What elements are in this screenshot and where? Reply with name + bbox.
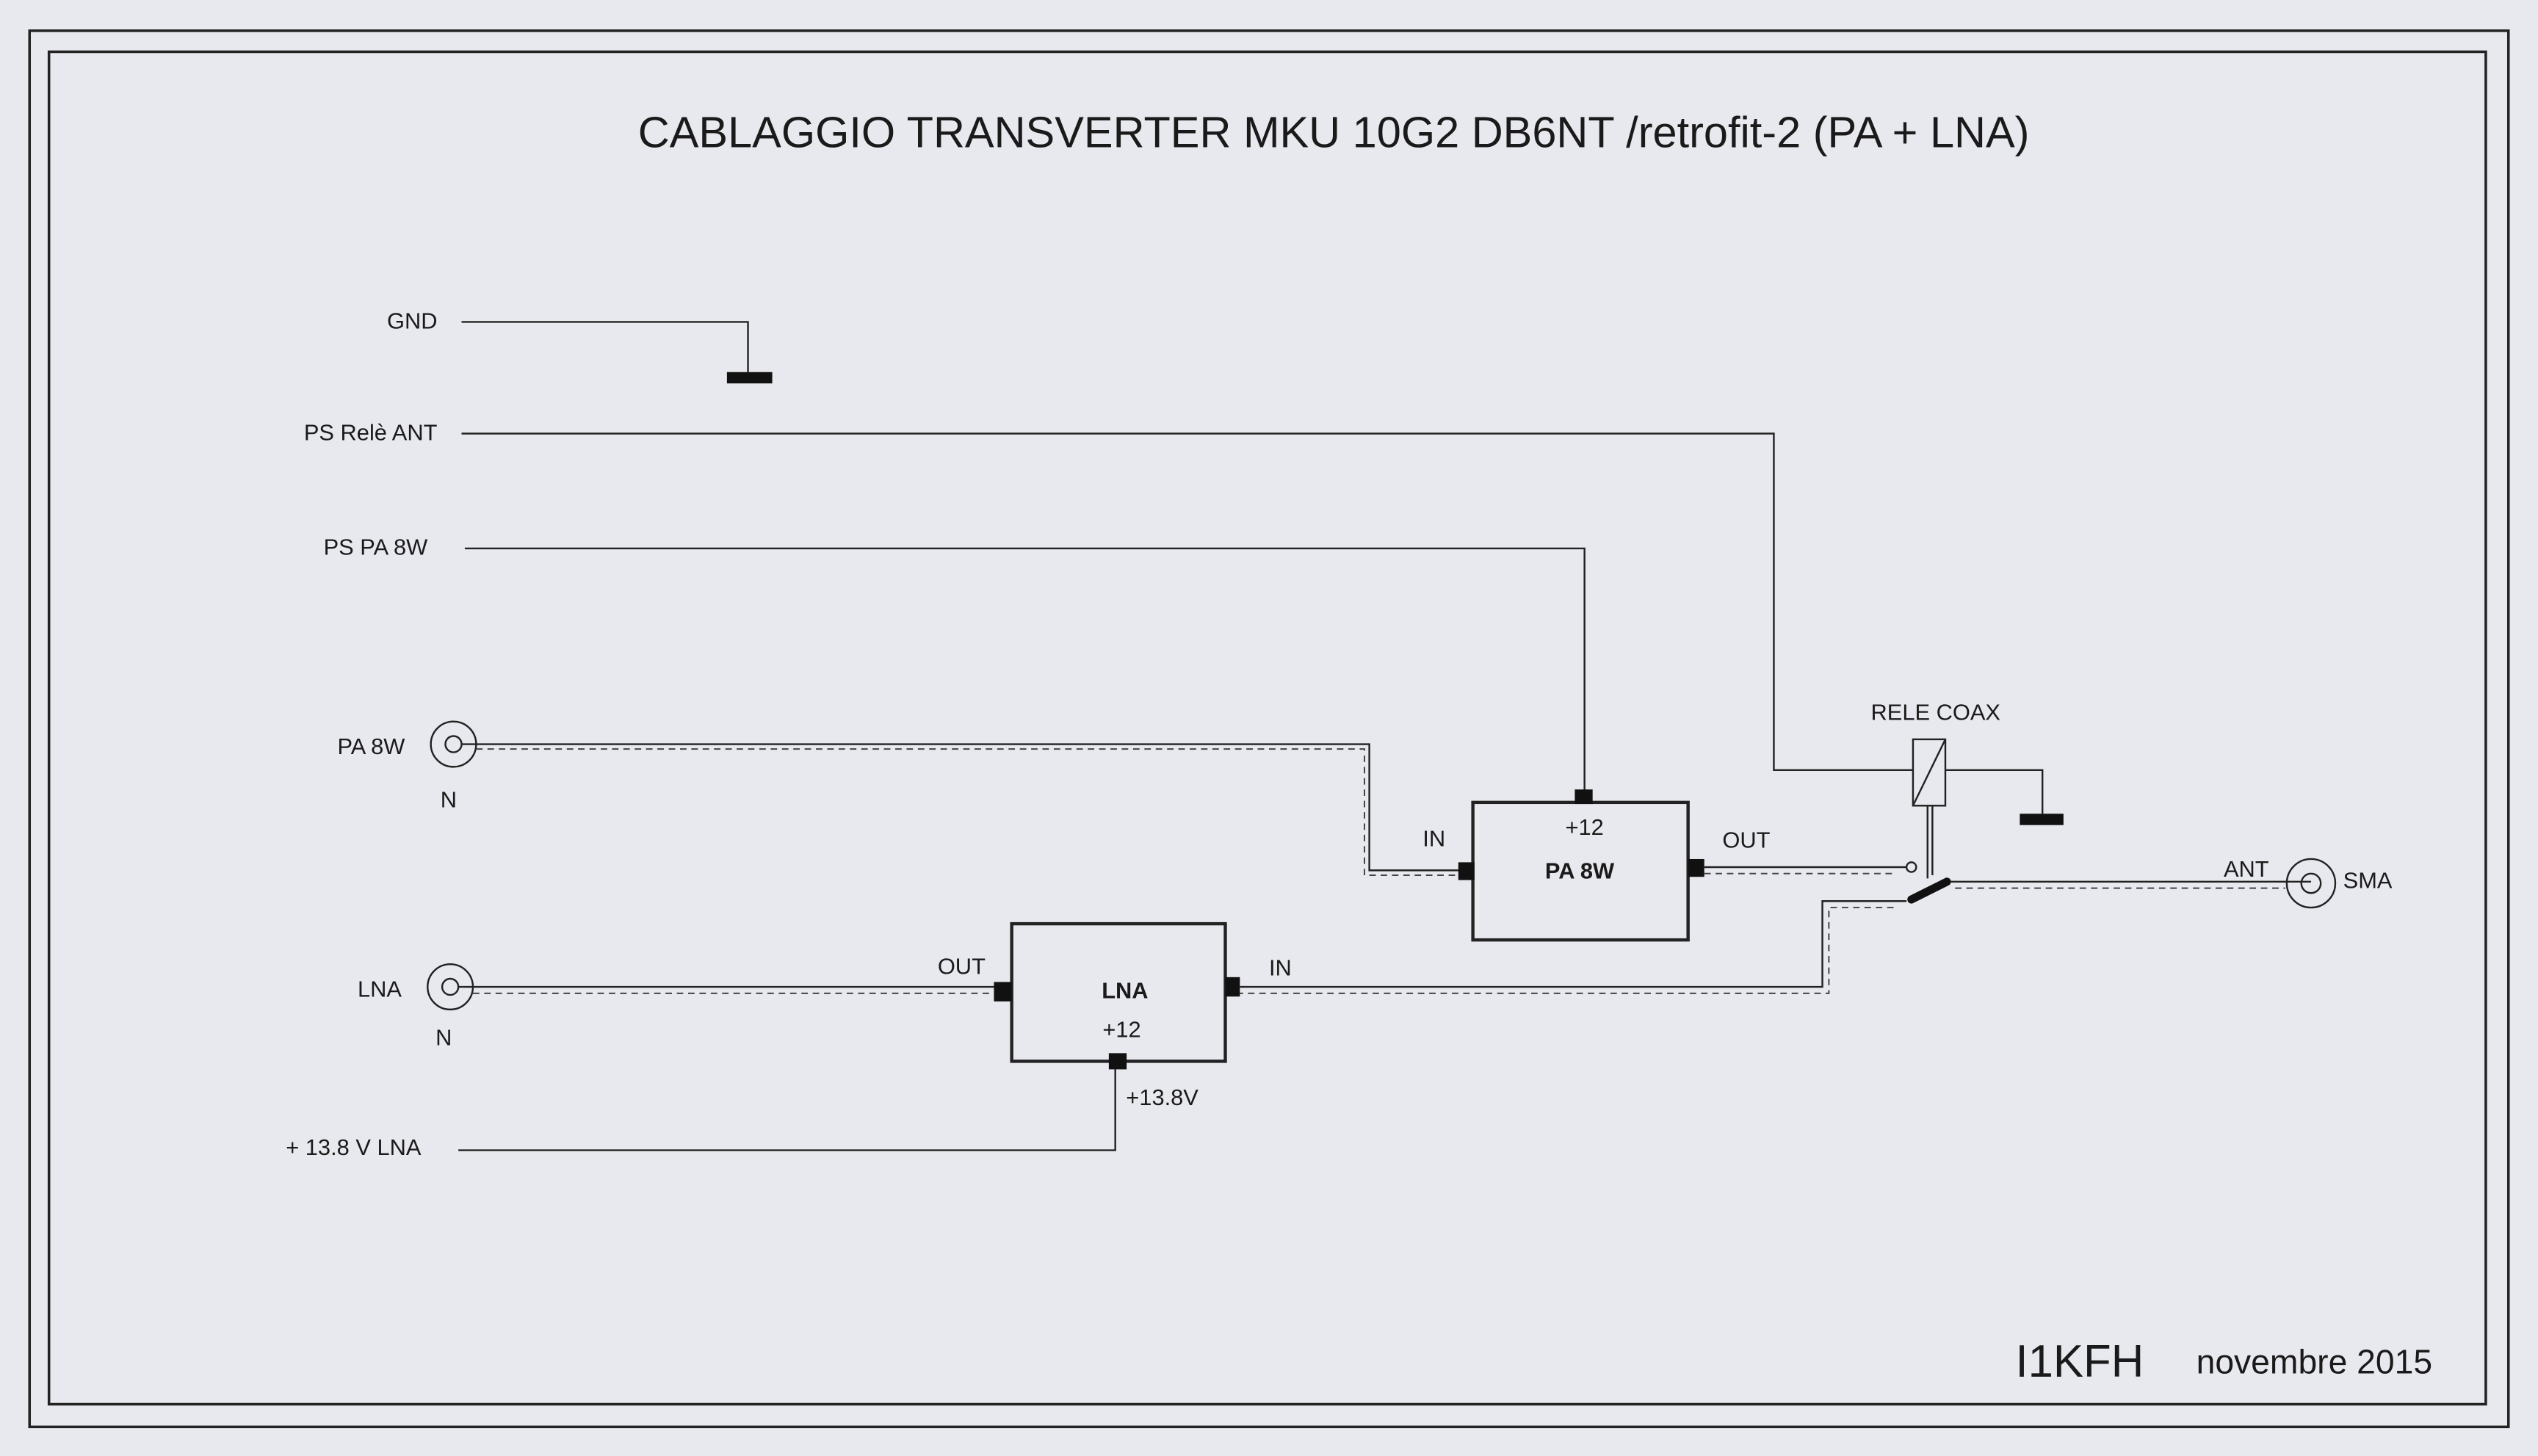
wire-ps-rele-ant xyxy=(461,432,1913,771)
wire-lna-supply xyxy=(458,1069,1116,1151)
lna-supply-pin-label: +13.8V xyxy=(1126,1084,1198,1110)
relay-contact-tx xyxy=(1905,861,1917,873)
lna-connector-type: N xyxy=(435,1024,452,1050)
lna-in-pin xyxy=(1225,977,1240,997)
lna-out-pin xyxy=(994,982,1012,1002)
label-ps-rele-ant: PS Relè ANT xyxy=(304,419,438,445)
outer-frame xyxy=(28,29,2510,1429)
pa-supply-pin xyxy=(1574,789,1593,805)
relay-mechanical-link xyxy=(1926,805,1934,879)
label-gnd: GND xyxy=(387,308,438,333)
relay-ground-symbol xyxy=(2020,814,2064,825)
ant-sma-connector-icon xyxy=(2285,858,2337,909)
ant-label: ANT xyxy=(2224,856,2269,882)
author: I1KFH xyxy=(2015,1336,2144,1387)
pa-connector-type: N xyxy=(441,786,457,812)
wire-ps-pa-8w xyxy=(464,547,1586,793)
pa-out-label: OUT xyxy=(1722,827,1770,853)
pa-out-pin xyxy=(1688,858,1704,877)
lna-supply-label: +12 xyxy=(1102,1016,1140,1042)
pa-in-pin xyxy=(1458,862,1475,880)
coax-lna-in-shield xyxy=(1240,907,1894,994)
pa-in-label: IN xyxy=(1422,825,1445,851)
diagram-title: CABLAGGIO TRANSVERTER MKU 10G2 DB6NT /re… xyxy=(638,108,2030,157)
label-ps-pa-8w: PS PA 8W xyxy=(324,535,428,560)
coax-pa-in-shield xyxy=(476,748,1467,876)
ant-connector-type: SMA xyxy=(2343,868,2393,894)
wire-gnd xyxy=(461,321,749,372)
coax-lna-in xyxy=(1240,900,1907,988)
wire-relay-ground xyxy=(1945,769,2044,814)
coax-pa-in xyxy=(461,743,1467,872)
lna-supply-pin xyxy=(1108,1053,1127,1070)
pa-supply-label: +12 xyxy=(1566,814,1604,840)
inner-frame xyxy=(47,50,2487,1406)
relay-label: RELE COAX xyxy=(1871,699,2000,725)
date: novembre 2015 xyxy=(2197,1343,2433,1381)
lna-in-label: IN xyxy=(1269,955,1292,981)
pa-name: PA 8W xyxy=(1545,858,1615,883)
label-lna: LNA xyxy=(358,976,402,1002)
relay-coil-icon xyxy=(1912,738,1947,807)
ground-symbol xyxy=(726,372,773,384)
label-lna-supply: + 13.8 V LNA xyxy=(286,1134,422,1160)
lna-out-label: OUT xyxy=(938,953,986,979)
relay-switch-lever xyxy=(1907,877,1951,904)
lna-name: LNA xyxy=(1102,977,1148,1003)
label-pa-8w: PA 8W xyxy=(337,734,405,759)
